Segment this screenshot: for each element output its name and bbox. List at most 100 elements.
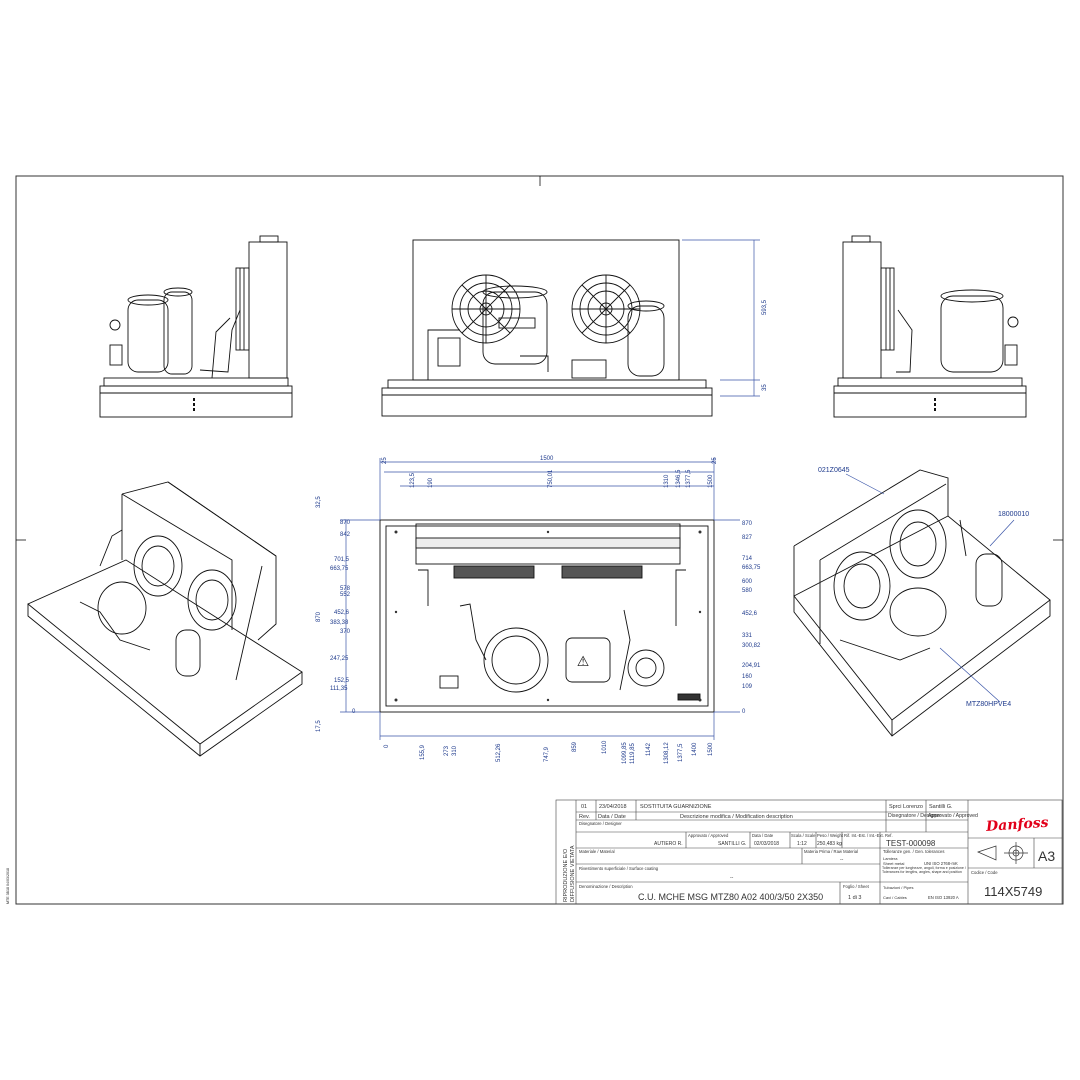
front-height-label: 593,5 bbox=[762, 299, 768, 315]
svg-text:0: 0 bbox=[384, 744, 390, 748]
svg-text:580: 580 bbox=[742, 588, 753, 594]
header-designer: Disegnatore / Designer bbox=[888, 813, 941, 819]
coating-value: -- bbox=[730, 875, 734, 881]
front-view bbox=[381, 239, 713, 417]
description-value: C.U. MCHE MSG MTZ80 A02 400/3/50 2X350 bbox=[638, 892, 823, 902]
svg-text:452,6: 452,6 bbox=[334, 610, 350, 616]
sheet-value: 1 di 3 bbox=[848, 895, 861, 901]
plan-dims-left: 32,5 870 842 701,5 663,75 578 552 452,6 … bbox=[316, 496, 356, 732]
svg-text:747,9: 747,9 bbox=[544, 746, 550, 762]
svg-text:0: 0 bbox=[742, 709, 746, 715]
plan-view bbox=[379, 519, 715, 713]
svg-text:331: 331 bbox=[742, 633, 753, 639]
svg-text:310: 310 bbox=[452, 745, 458, 756]
ref-label: Rif. Int.-Est. / Int.-Ext. Ref. bbox=[844, 833, 893, 838]
svg-text:1500: 1500 bbox=[540, 456, 554, 462]
svg-text:17,5: 17,5 bbox=[316, 720, 322, 732]
tolerance-pipes: Tubazioni / Pipes bbox=[883, 885, 914, 890]
side-view-left bbox=[99, 235, 293, 418]
code-label: Codice / Code bbox=[971, 870, 998, 875]
svg-text:383,38: 383,38 bbox=[330, 620, 349, 626]
tolerance-sheet-2: Sheet metal bbox=[883, 861, 904, 866]
svg-text:663,75: 663,75 bbox=[742, 565, 761, 571]
svg-text:123,5: 123,5 bbox=[410, 472, 416, 488]
svg-text:1099,85: 1099,85 bbox=[622, 742, 628, 764]
approved-value: SANTILLI G. bbox=[718, 841, 746, 847]
svg-text:0: 0 bbox=[352, 709, 356, 715]
svg-text:370: 370 bbox=[340, 629, 351, 635]
coating-label: Rivestimento superficiale / Surface coat… bbox=[579, 866, 659, 871]
svg-text:32,5: 32,5 bbox=[316, 496, 322, 508]
svg-text:247,25: 247,25 bbox=[330, 656, 349, 662]
weight-label: Peso / Weight bbox=[817, 833, 844, 838]
isometric-view-right bbox=[793, 469, 1051, 737]
repro-line-2: DIFFUSIONE VIETATA bbox=[570, 845, 576, 902]
callout-compressor-label: MTZ80HPVE4 bbox=[966, 701, 1011, 708]
plan-dims-right: 870 827 714 663,75 600 580 452,6 331 300… bbox=[742, 521, 761, 715]
svg-text:25: 25 bbox=[382, 457, 388, 464]
title-block bbox=[555, 799, 1063, 905]
projection-symbol-icon bbox=[977, 842, 1028, 864]
tolerance-cables-standard: EN ISO 13920 A bbox=[928, 895, 959, 900]
svg-text:1119,85: 1119,85 bbox=[630, 743, 636, 764]
svg-text:714: 714 bbox=[742, 556, 753, 562]
weight-value: 250,483 kg bbox=[817, 841, 842, 847]
svg-text:701,5: 701,5 bbox=[334, 557, 350, 563]
svg-text:859: 859 bbox=[572, 741, 578, 752]
svg-text:152,5: 152,5 bbox=[334, 678, 350, 684]
svg-text:204,91: 204,91 bbox=[742, 663, 761, 669]
rev-approver: Santilli G. bbox=[929, 804, 953, 810]
svg-text:1377,5: 1377,5 bbox=[686, 469, 692, 488]
svg-text:109: 109 bbox=[742, 684, 753, 690]
paper-size: A3 bbox=[1038, 848, 1055, 864]
rev-date: 23/04/2018 bbox=[599, 804, 627, 810]
tolerance-sheet-standard: UNI ISO 2768-mK bbox=[924, 861, 958, 866]
svg-text:663,75: 663,75 bbox=[330, 566, 349, 572]
scale-value: 1:12 bbox=[797, 841, 807, 847]
svg-text:512,26: 512,26 bbox=[496, 743, 502, 762]
callout-pipe-label: 021Z0645 bbox=[818, 467, 850, 474]
side-view-right bbox=[833, 235, 1027, 418]
rev-number: 01 bbox=[581, 804, 587, 810]
danfoss-logo: Danfoss bbox=[985, 815, 1050, 835]
svg-text:452,6: 452,6 bbox=[742, 611, 758, 617]
ref-value: TEST-000098 bbox=[886, 839, 936, 848]
rev-designer: Sprci Lorenzo bbox=[889, 804, 923, 810]
svg-text:870: 870 bbox=[316, 611, 322, 622]
svg-text:1400: 1400 bbox=[692, 742, 698, 756]
svg-text:⚠: ⚠ bbox=[577, 653, 590, 669]
designer-label: Disegnatore / Designer bbox=[579, 821, 622, 826]
tolerances-title: Tolleranze gen. / Gen. tolerances bbox=[883, 849, 944, 854]
front-base-label: 35 bbox=[762, 384, 768, 391]
svg-text:600: 600 bbox=[742, 579, 753, 585]
scale-label: Scala / Scale bbox=[791, 833, 816, 838]
designer-value: AUTIERO R. bbox=[654, 841, 683, 847]
svg-text:111,35: 111,35 bbox=[330, 686, 348, 692]
repro-line-1: RIPRODUZIONE E/O bbox=[563, 848, 569, 902]
svg-text:827: 827 bbox=[742, 535, 753, 541]
svg-text:1142: 1142 bbox=[646, 742, 652, 756]
svg-text:1500: 1500 bbox=[708, 474, 714, 488]
sheet-label: Foglio / Sheet bbox=[843, 884, 870, 889]
svg-text:1308,12: 1308,12 bbox=[664, 742, 670, 764]
header-description: Descrizione modifica / Modification desc… bbox=[680, 814, 793, 820]
svg-text:190: 190 bbox=[428, 477, 434, 488]
tolerance-cables: Cavi / Cables bbox=[883, 895, 907, 900]
header-rev: Rev. bbox=[579, 814, 590, 820]
tolerance-sheet-1: Lamiera bbox=[883, 856, 898, 861]
material-label: Materiale / Material bbox=[579, 849, 615, 854]
drawing-code: 114X5749 bbox=[984, 884, 1042, 899]
svg-text:25: 25 bbox=[712, 457, 718, 464]
rev-description: SOSTITUITA GUARNIZIONE bbox=[640, 804, 712, 810]
svg-text:552: 552 bbox=[340, 592, 351, 598]
isometric-view-left bbox=[27, 481, 303, 757]
callout-valve-label: 18000010 bbox=[998, 511, 1029, 518]
margin-code-text: MTE 3B18 04/03/2018 bbox=[6, 868, 10, 904]
date-label: Data / Date bbox=[752, 833, 774, 838]
svg-text:870: 870 bbox=[742, 521, 753, 527]
raw-material-label: Materia Prima / Raw Material bbox=[804, 849, 858, 854]
svg-text:1377,5: 1377,5 bbox=[678, 743, 684, 762]
svg-text:160: 160 bbox=[742, 674, 753, 680]
date-value: 02/03/2018 bbox=[754, 841, 779, 847]
svg-text:750,01: 750,01 bbox=[548, 469, 554, 488]
